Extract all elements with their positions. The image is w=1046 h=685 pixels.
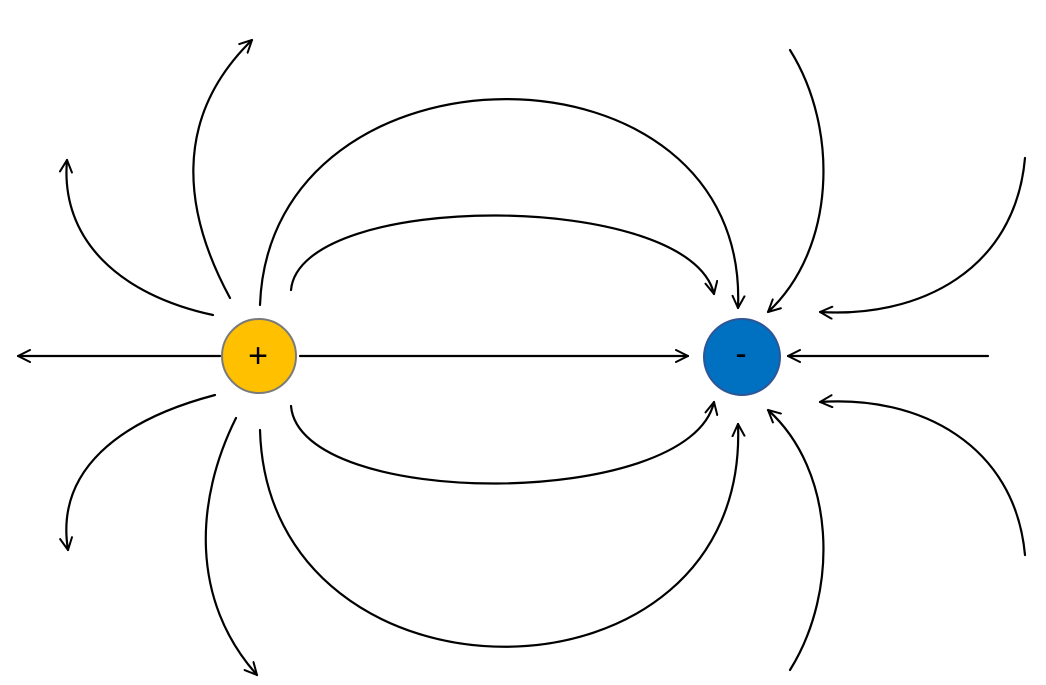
negative-charge-symbol: - xyxy=(735,335,746,373)
field-line-upper-outer xyxy=(258,98,746,310)
negative-charge-circle xyxy=(703,318,781,396)
field-line-in-upper-right xyxy=(818,156,1027,320)
field-line-upper-inner xyxy=(289,214,719,296)
negative-charge: - xyxy=(703,318,781,396)
field-line-out-upper-left xyxy=(58,158,215,317)
field-line-out-lower-left xyxy=(59,393,217,552)
incoming-field-lines xyxy=(766,48,1027,672)
field-line-lower-outer xyxy=(258,422,746,648)
field-line-in-lower xyxy=(766,408,825,672)
positive-charge-circle xyxy=(221,318,297,394)
field-line-in-upper xyxy=(766,48,825,314)
positive-charge: + xyxy=(221,318,297,394)
field-line-out-upper xyxy=(192,38,254,300)
outgoing-field-lines xyxy=(16,38,259,677)
positive-charge-symbol: + xyxy=(248,337,268,375)
field-line-out-lower xyxy=(204,416,259,677)
field-line-in-lower-right xyxy=(818,394,1027,557)
connecting-field-lines xyxy=(258,98,746,648)
field-line-lower-inner xyxy=(289,400,719,485)
